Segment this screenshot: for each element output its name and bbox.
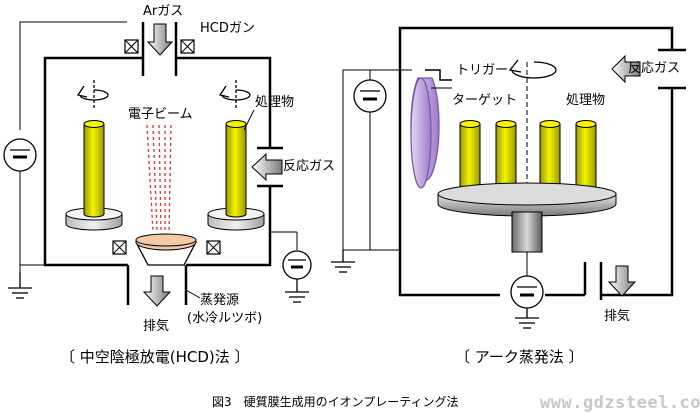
reactive-gas-arrow-icon xyxy=(611,54,641,84)
ground-icon xyxy=(8,272,32,299)
hcd-gun-label: HCDガン xyxy=(200,21,255,36)
coil-icon xyxy=(112,240,127,255)
ar-gas-label: Arガス xyxy=(143,4,184,19)
exhaust-arrow-icon xyxy=(607,265,637,297)
watermark: www.gdzsteel.com xyxy=(540,393,700,413)
evap-source-label: 蒸発源 xyxy=(200,293,240,308)
ground-icon xyxy=(515,308,539,329)
evap-source-note: (水冷ルツボ) xyxy=(187,311,263,326)
workpiece-rod xyxy=(495,120,517,192)
arc-caption: 〔 アーク蒸発法 〕 xyxy=(455,348,584,366)
dc-power-supply-icon xyxy=(510,275,544,309)
trigger-label: トリガー xyxy=(456,63,509,78)
workpiece-rod-right xyxy=(207,120,265,231)
target-label: ターゲット xyxy=(452,93,518,108)
evaporation-crucible xyxy=(134,233,198,266)
rotation-arrow-icon xyxy=(76,80,109,108)
ground-icon xyxy=(331,250,355,273)
hcd-chamber-wall xyxy=(43,56,143,267)
trigger-rod xyxy=(425,69,452,81)
hcd-exhaust-label: 排気 xyxy=(143,319,170,334)
hcd-reactive-gas-label: 反応ガス xyxy=(283,159,336,174)
hcd-caption: 〔 中空陰極放電(HCD)法 〕 xyxy=(60,348,250,366)
workpiece-rod xyxy=(459,120,481,192)
dc-power-supply-icon xyxy=(3,138,37,172)
workpiece-rod-left xyxy=(65,120,123,231)
arc-diagram xyxy=(331,26,686,329)
arc-chamber-wall xyxy=(601,88,674,297)
dc-power-supply-icon xyxy=(282,250,312,280)
reactive-gas-arrow-icon xyxy=(251,152,283,182)
dc-power-supply-icon xyxy=(353,79,387,113)
electron-beam xyxy=(146,124,172,233)
workpiece-rod xyxy=(575,120,597,192)
hcd-diagram xyxy=(3,21,312,307)
coil-icon xyxy=(124,39,139,54)
arc-workpiece-label: 処理物 xyxy=(566,93,606,108)
exhaust-arrow-icon xyxy=(142,275,172,307)
workpiece-rod xyxy=(539,120,561,192)
ground-icon xyxy=(285,279,309,303)
rotation-arrow-icon xyxy=(218,80,251,108)
arc-exhaust-label: 排気 xyxy=(604,309,631,324)
coil-icon xyxy=(180,39,195,54)
arc-reactive-gas-label: 反応ガス xyxy=(628,61,681,76)
ar-gas-arrow-icon xyxy=(146,23,174,56)
figure-caption: 図3 硬質膜生成用のイオンプレーティング法 xyxy=(212,395,459,409)
hcd-workpiece-label: 処理物 xyxy=(255,95,295,110)
rotating-table xyxy=(437,182,617,253)
electron-beam-label: 電子ビーム xyxy=(128,107,193,122)
rotation-arrow-icon xyxy=(508,59,557,79)
coil-icon xyxy=(206,240,221,255)
